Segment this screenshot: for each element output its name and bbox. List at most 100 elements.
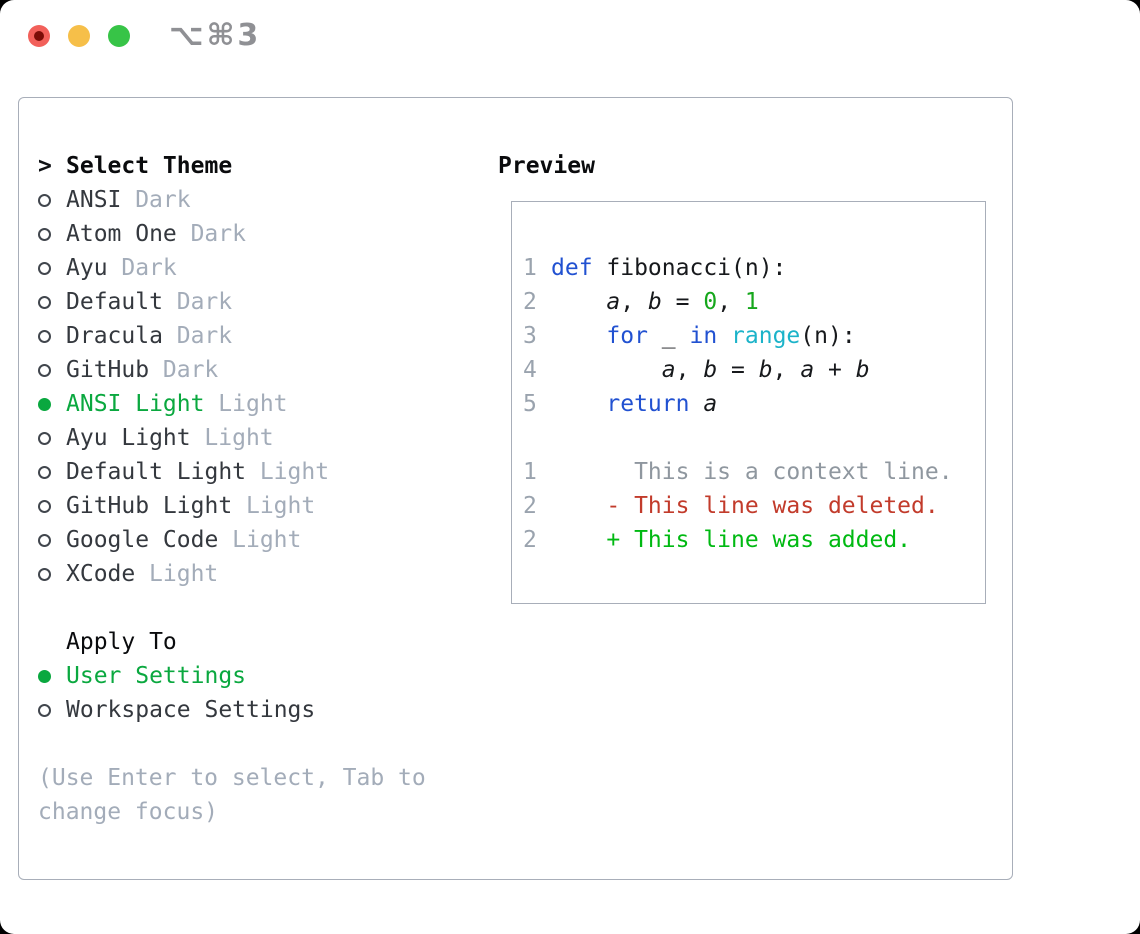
theme-option-ansi-light[interactable]: ANSI Light Light: [38, 387, 288, 421]
code-token: range: [731, 323, 801, 349]
theme-name: Dracula: [66, 323, 163, 349]
code-token: ,: [772, 357, 801, 383]
radio-icon: [38, 329, 51, 343]
line-number: 2: [523, 289, 537, 315]
theme-name: GitHub Light: [66, 493, 233, 519]
radio-icon: [38, 397, 51, 411]
code-token: +: [814, 357, 856, 383]
radio-icon: [38, 431, 51, 445]
diff-line: 1 This is a context line.: [512, 455, 985, 489]
radio-icon: [38, 295, 51, 309]
code-token: [717, 319, 731, 353]
code-line: 5 return a: [512, 387, 985, 421]
code-token: This is a context line.: [551, 459, 953, 485]
code-line: 2 a, b = 0, 1: [512, 285, 985, 319]
minimize-button[interactable]: [68, 25, 90, 47]
code-token: =: [717, 357, 759, 383]
code-token: b: [758, 357, 773, 383]
code-token: [689, 387, 703, 421]
theme-variant-tag: Light: [218, 391, 288, 417]
theme-name: GitHub: [66, 357, 150, 383]
code-token: a: [606, 289, 621, 315]
code-token: [551, 285, 606, 319]
radio-icon: [38, 703, 51, 717]
code-token: 1: [744, 289, 759, 315]
code-token: + This line was added.: [551, 527, 912, 553]
close-button[interactable]: [28, 25, 50, 47]
code-token: ,: [717, 289, 745, 315]
line-number: 5: [523, 391, 537, 417]
theme-name: Default: [66, 289, 163, 315]
theme-option-dracula-dark[interactable]: Dracula Dark: [38, 319, 232, 353]
code-token: b: [647, 289, 662, 315]
main-panel: > Select Theme ANSI Dark Atom One Dark A…: [18, 97, 1013, 880]
apply-option-label: User Settings: [66, 663, 247, 689]
radio-icon: [38, 465, 51, 479]
code-token: def: [551, 255, 593, 281]
apply-to-header: Apply To: [38, 625, 177, 659]
apply-to-title: Apply To: [66, 629, 177, 655]
code-token: - This line was deleted.: [551, 493, 939, 519]
theme-option-default-dark[interactable]: Default Dark: [38, 285, 232, 319]
code-token: b: [855, 357, 870, 383]
help-text: (Use Enter to select, Tab to change focu…: [38, 765, 426, 825]
theme-name: XCode: [66, 561, 136, 587]
theme-option-default-light[interactable]: Default Light Light: [38, 455, 329, 489]
theme-option-xcode-light[interactable]: XCode Light: [38, 557, 218, 591]
code-token: for: [606, 323, 648, 349]
code-token: return: [606, 391, 690, 417]
diff-line: 2 - This line was deleted.: [512, 489, 985, 523]
theme-option-ansi-dark[interactable]: ANSI Dark: [38, 183, 191, 217]
line-number: 2: [523, 493, 537, 519]
code-token: ,: [675, 357, 704, 383]
theme-name: Ayu: [66, 255, 108, 281]
theme-name: ANSI: [66, 187, 122, 213]
code-token: a: [661, 357, 676, 383]
theme-option-github-light[interactable]: GitHub Light Light: [38, 489, 315, 523]
code-token: in: [689, 323, 718, 349]
theme-variant-tag: Dark: [135, 187, 191, 213]
select-theme-header: > Select Theme: [38, 149, 232, 183]
radio-icon: [38, 499, 51, 513]
apply-option-workspace-settings[interactable]: Workspace Settings: [38, 693, 315, 727]
code-token: ,: [620, 289, 648, 315]
theme-variant-tag: Dark: [190, 221, 246, 247]
theme-variant-tag: Light: [259, 459, 330, 485]
line-number: 1: [523, 459, 537, 485]
preview-title: Preview: [498, 153, 595, 179]
radio-icon: [38, 363, 51, 377]
code-line: 3 for _ in range(n):: [512, 319, 985, 353]
window-shortcut-label: ⌥⌘3: [169, 18, 262, 53]
theme-variant-tag: Dark: [176, 289, 233, 315]
line-number: 3: [523, 323, 537, 349]
code-token: [551, 387, 606, 421]
theme-option-ayu-light[interactable]: Ayu Light Light: [38, 421, 274, 455]
radio-icon: [38, 261, 51, 275]
code-line: 4 a, b = b, a + b: [512, 353, 985, 387]
theme-variant-tag: Light: [232, 527, 302, 553]
radio-icon: [38, 227, 51, 241]
code-token: a: [800, 357, 815, 383]
theme-option-atom-one-dark[interactable]: Atom One Dark: [38, 217, 246, 251]
theme-variant-tag: Light: [149, 561, 219, 587]
theme-variant-tag: Light: [245, 493, 316, 519]
theme-option-google-code-light[interactable]: Google Code Light: [38, 523, 301, 557]
code-token: b: [703, 357, 718, 383]
line-number: 4: [523, 357, 537, 383]
line-number: 2: [523, 527, 537, 553]
theme-name: ANSI Light: [66, 391, 205, 417]
apply-option-label: Workspace Settings: [66, 697, 316, 723]
code-token: [551, 319, 606, 353]
theme-option-github-dark[interactable]: GitHub Dark: [38, 353, 218, 387]
theme-variant-tag: Dark: [121, 255, 177, 281]
radio-icon: [38, 567, 51, 581]
theme-option-ayu-dark[interactable]: Ayu Dark: [38, 251, 177, 285]
radio-icon: [38, 533, 51, 547]
select-theme-title: Select Theme: [66, 153, 233, 179]
zoom-button[interactable]: [108, 25, 130, 47]
apply-option-user-settings[interactable]: User Settings: [38, 659, 246, 693]
code-token: =: [661, 289, 704, 315]
